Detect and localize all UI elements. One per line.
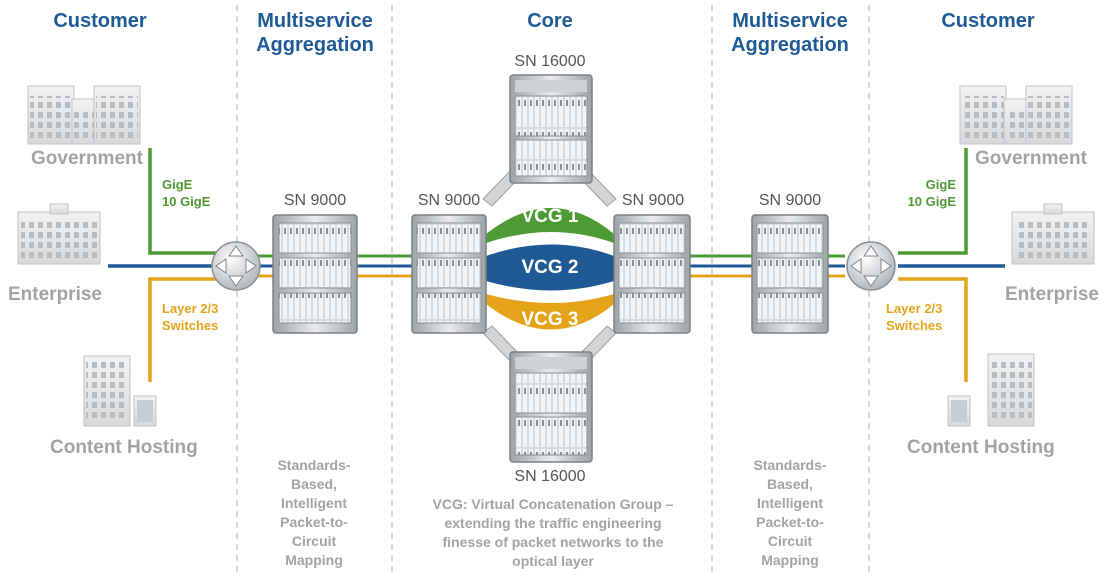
content-hosting-servers-right-icon [947,353,1035,427]
mapping-note-right-line5: Circuit [767,533,813,549]
mapping-note-left-line6: Mapping [285,552,343,568]
sn9000-core-right-label: SN 9000 [621,192,685,209]
left-customer-links [108,148,218,382]
sn16000-top-chassis [509,74,593,184]
layer-switches-label-left-line2: Switches [162,318,219,333]
sn16000-top-label: SN 16000 [514,53,586,70]
sn9000-core-right-chassis [613,214,691,334]
header-core: Core [527,10,573,32]
sn9000-right-aggregation-label: SN 9000 [758,192,822,209]
mapping-note-left-line2: Based, [291,476,337,492]
mapping-note-right-line2: Based, [767,476,813,492]
government-label-right: Government [975,148,1087,169]
government-building-left-icon [27,85,141,145]
header-customer-right: Customer [941,10,1035,32]
gige-label-left-line2: 10 GigE [162,194,211,209]
router-right-icon [846,241,896,291]
mapping-note-left-line1: Standards- [277,457,351,473]
vcg3-label: VCG 3 [521,309,579,330]
government-label-left: Government [31,148,143,169]
layer-switches-label-left: Layer 2/3 Switches [162,300,234,334]
header-aggregation-right-line1: Multiservice [732,10,848,32]
sn9000-core-left-chassis [411,214,487,334]
mapping-note-right-line6: Mapping [761,552,819,568]
agg-core-links [355,254,752,278]
government-building-right-icon [959,85,1073,145]
vcg1-label: VCG 1 [521,206,579,227]
mapping-note-left-line4: Packet-to- [280,514,348,530]
sn16000-bottom-chassis [509,351,593,463]
content-hosting-label-left: Content Hosting [50,437,198,458]
layer-switches-label-right-line1: Layer 2/3 [886,301,943,316]
sn9000-core-left-label: SN 9000 [417,192,481,209]
mapping-note-right-line4: Packet-to- [756,514,824,530]
router-left-icon [211,241,261,291]
mapping-note-left: Standards- Based, Intelligent Packet-to-… [244,456,384,570]
mapping-note-right: Standards- Based, Intelligent Packet-to-… [720,456,860,570]
header-aggregation-right: Multiservice Aggregation [720,9,860,57]
header-aggregation-left: Multiservice Aggregation [245,9,385,57]
mapping-note-right-line3: Intelligent [756,495,824,511]
header-aggregation-left-line2: Aggregation [256,34,374,56]
enterprise-building-right-icon [1011,203,1095,265]
vcg2-label: VCG 2 [521,257,579,278]
layer-switches-label-right-line2: Switches [886,318,943,333]
content-hosting-servers-left-icon [83,355,157,427]
vcg-definition-line1: VCG: Virtual Concatenation Group – [432,496,674,512]
mapping-note-right-line1: Standards- [753,457,827,473]
vcg1-band [486,208,614,243]
vcg-definition-note: VCG: Virtual Concatenation Group – exten… [398,495,708,571]
layer-switches-label-left-line1: Layer 2/3 [162,301,219,316]
header-aggregation-right-line2: Aggregation [731,34,849,56]
enterprise-label-right: Enterprise [1005,284,1099,305]
sn9000-left-aggregation-label: SN 9000 [283,192,347,209]
column-separators [236,5,870,575]
router-agg-links-right [826,254,845,278]
content-hosting-label-right: Content Hosting [907,437,1055,458]
gige-label-right-line1: GigE [925,177,956,192]
vcg-definition-line3: finesse of packet networks to the [442,534,664,550]
enterprise-building-left-icon [17,203,101,265]
router-agg-links-left [258,254,275,278]
gige-label-right: GigE 10 GigE [894,176,956,210]
layer-switches-label-right: Layer 2/3 Switches [886,300,956,334]
header-aggregation-left-line1: Multiservice [257,10,373,32]
vcg-tunnels [486,208,614,330]
gige-label-left: GigE 10 GigE [162,176,232,210]
enterprise-label-left: Enterprise [8,284,102,305]
sn9000-left-aggregation-chassis [272,214,358,334]
gige-label-left-line1: GigE [162,177,193,192]
right-customer-links [898,148,1005,382]
mapping-note-left-line5: Circuit [291,533,337,549]
vcg3-band [486,294,614,330]
vcg-definition-line2: extending the traffic engineering [444,515,662,531]
sn9000-right-aggregation-chassis [751,214,829,334]
sn16000-bottom-label: SN 16000 [514,468,586,485]
gige-label-right-line2: 10 GigE [907,194,956,209]
header-customer-left: Customer [53,10,147,32]
mapping-note-left-line3: Intelligent [280,495,348,511]
vcg2-band [486,244,614,291]
vcg-definition-line4: optical layer [512,553,594,569]
